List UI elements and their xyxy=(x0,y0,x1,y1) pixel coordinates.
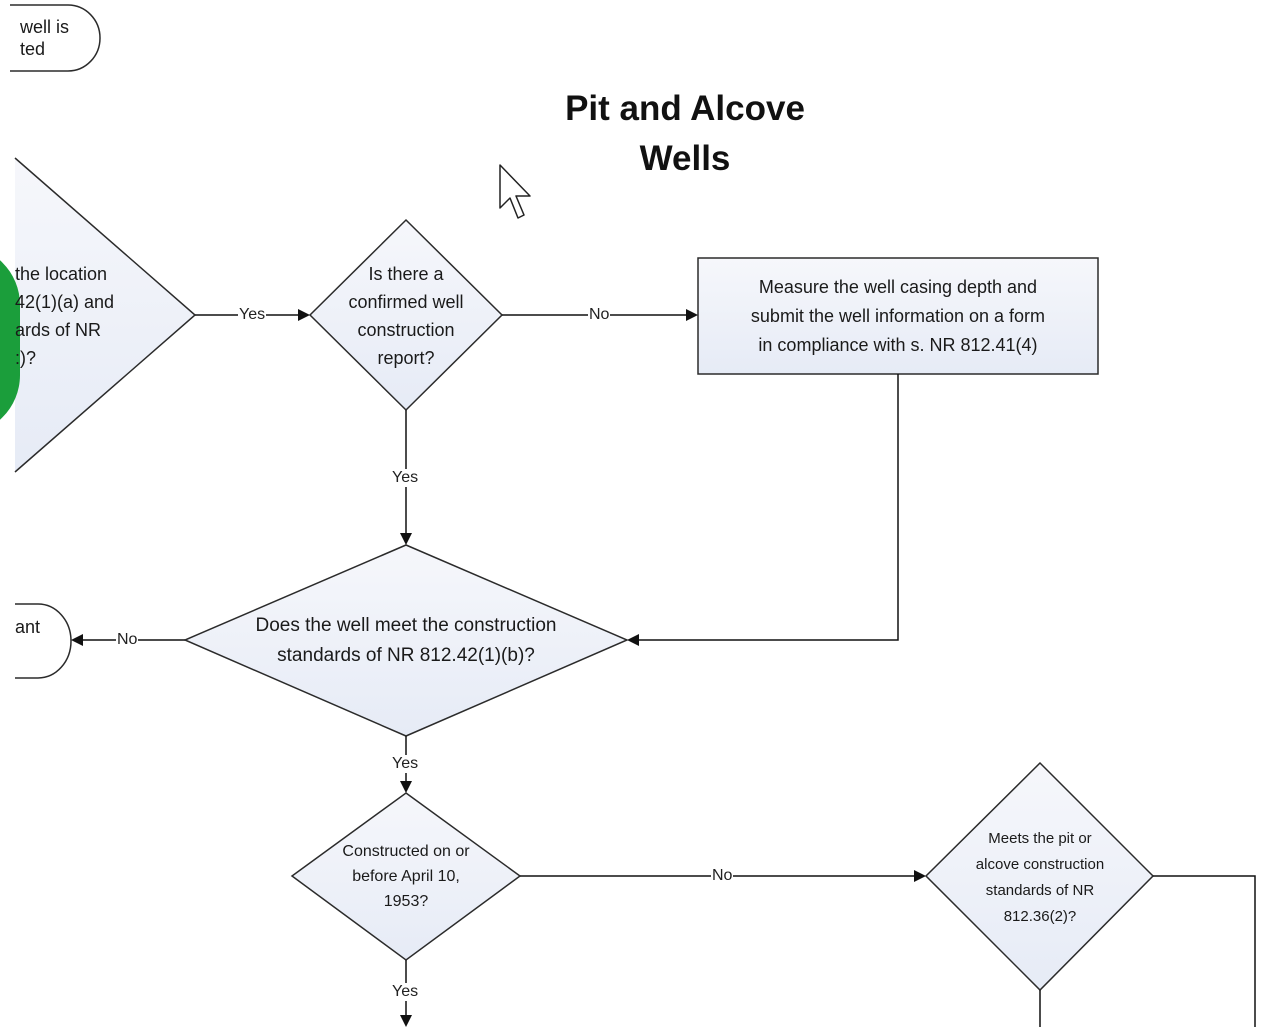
diamond-meets-standards-text: Does the well meet the construction stan… xyxy=(255,615,557,666)
edge-label-no-2: No xyxy=(116,631,139,649)
edge-label-yes-1: Yes xyxy=(238,306,267,324)
edge-label-yes-3: Yes xyxy=(391,755,420,773)
diamond-pit-alcove-text: Meets the pit or alcove construction sta… xyxy=(975,830,1105,925)
edge-label-yes-4: Yes xyxy=(391,983,420,1001)
green-side-badge[interactable] xyxy=(0,245,20,435)
diamond-confirmed-report-text: Is there a confirmed well construction r… xyxy=(348,264,464,368)
edge-label-no-1: No xyxy=(588,306,611,324)
terminal-left-shape xyxy=(15,603,72,679)
edge-label-yes-2: Yes xyxy=(391,469,420,487)
terminal-top-left-text: well is ted xyxy=(20,17,70,59)
terminal-top-left-shape xyxy=(10,4,101,72)
edge-measure-to-meets xyxy=(627,374,899,646)
mouse-cursor-icon xyxy=(499,164,531,219)
measure-box-shape xyxy=(697,257,1099,375)
measure-box-text: Measure the well casing depth and submit… xyxy=(750,276,1046,355)
edge-label-no-3: No xyxy=(711,867,734,885)
diagram-title-text: Pit and Alcove Wells xyxy=(565,89,805,178)
diamond-constructed-before-text: Constructed on or before April 10, 1953? xyxy=(342,842,470,910)
diagram-title: Pit and Alcove Wells xyxy=(535,84,835,184)
diamond-left-text: the location 42(1)(a) and ards of NR :)? xyxy=(15,264,115,368)
terminal-left-text: ant xyxy=(15,616,41,637)
edge-pit-right xyxy=(1153,875,1256,1027)
